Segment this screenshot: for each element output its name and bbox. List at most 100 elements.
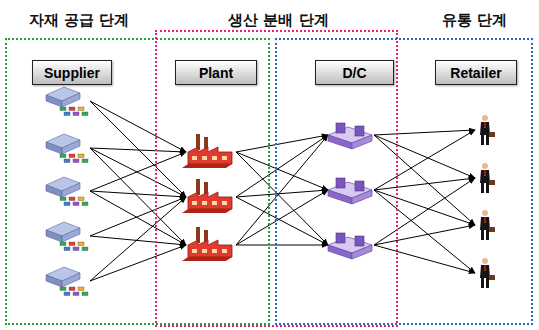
person-leg <box>486 135 489 145</box>
supplier-item <box>60 197 66 201</box>
person-bag <box>489 132 495 137</box>
plant-window <box>222 249 227 253</box>
plant-window <box>212 201 217 205</box>
plant-building <box>188 240 232 257</box>
plant-window <box>212 156 217 160</box>
dc-side <box>328 245 352 259</box>
plant-base <box>182 257 232 261</box>
dc-front <box>352 190 372 204</box>
flow-arrow <box>236 135 328 152</box>
supplier-item <box>73 247 79 251</box>
supplier-icon <box>46 267 88 296</box>
plant-window <box>192 249 197 253</box>
supplier-item <box>82 159 88 163</box>
dc-tower <box>355 126 364 136</box>
stage-header-box: D/C <box>315 60 394 85</box>
flow-arrow <box>90 101 186 197</box>
supplier-item <box>73 112 79 116</box>
supplier-front <box>62 93 80 107</box>
supplier-item <box>60 287 66 291</box>
dc-icon <box>328 233 372 259</box>
person-body <box>480 122 490 135</box>
retailer-person <box>480 258 495 288</box>
flow-arrow <box>236 135 328 245</box>
supplier-front <box>62 228 80 242</box>
dc-tower <box>355 181 364 191</box>
supplier-front <box>62 273 80 287</box>
person-leg <box>486 278 489 288</box>
flow-arrow <box>374 225 475 245</box>
supplier-item <box>60 107 66 111</box>
stage-label: Plant <box>199 65 233 81</box>
stage-title: 자재 공급 단계 <box>29 11 129 29</box>
plant-window <box>192 201 197 205</box>
person-body <box>480 217 490 230</box>
plant-icon <box>182 179 232 213</box>
person-leg <box>486 183 489 193</box>
person-bag <box>489 227 495 232</box>
dc-front <box>352 245 372 259</box>
supplier-side <box>46 275 62 287</box>
person-leg <box>481 135 484 145</box>
flow-arrow <box>374 130 475 190</box>
flow-arrow <box>90 245 186 281</box>
flow-arrow <box>236 245 328 246</box>
plant-base <box>182 209 232 213</box>
dc-icon <box>328 123 372 149</box>
supplier-side <box>46 185 62 197</box>
person-head <box>482 258 488 264</box>
flow-arrow <box>90 148 186 197</box>
person-tie <box>484 170 486 176</box>
dc-tower <box>355 236 364 246</box>
supplier-item <box>69 107 75 111</box>
stage-region: Retailer유통 단계 <box>275 38 533 325</box>
supplier-item <box>64 292 70 296</box>
stage-header-box: Retailer <box>435 60 517 85</box>
person-leg <box>481 183 484 193</box>
supplier-icon <box>46 222 88 251</box>
supplier-item <box>69 287 75 291</box>
supplier-item <box>73 159 79 163</box>
dc-side <box>328 190 352 204</box>
stage-header-box: Plant <box>175 60 257 85</box>
person-tie <box>484 217 486 223</box>
supplier-item <box>78 242 84 246</box>
plant-window <box>222 201 227 205</box>
retailer-person <box>480 210 495 240</box>
flow-arrow <box>374 190 475 273</box>
stage-label: Retailer <box>450 65 501 81</box>
person-bag <box>489 275 495 280</box>
supplier-item <box>78 107 84 111</box>
supplier-side <box>46 142 62 154</box>
person-body <box>480 170 490 183</box>
supplier-item <box>64 202 70 206</box>
person-tie <box>484 265 486 271</box>
supplier-front <box>62 183 80 197</box>
supplier-item <box>73 292 79 296</box>
person-head <box>482 210 488 216</box>
supplier-item <box>78 287 84 291</box>
flow-arrow <box>374 130 475 135</box>
plant-icon <box>182 134 232 168</box>
person-head <box>482 115 488 121</box>
retailer-person <box>480 115 495 145</box>
supplier-icon <box>46 87 88 116</box>
flow-arrow <box>236 190 328 245</box>
dc-icon <box>328 178 372 204</box>
flow-arrow <box>90 152 186 191</box>
dc-side <box>328 135 352 149</box>
plant-icon <box>182 227 232 261</box>
plant-window <box>202 249 207 253</box>
supplier-item <box>60 242 66 246</box>
supplier-item <box>64 159 70 163</box>
supplier-item <box>82 247 88 251</box>
person-bag <box>489 180 495 185</box>
flow-arrow <box>90 197 186 281</box>
person-leg <box>481 230 484 240</box>
dc-tower <box>336 233 345 243</box>
plant-building <box>188 192 232 209</box>
retailer-person <box>480 163 495 193</box>
plant-building <box>188 147 232 164</box>
flow-arrow <box>90 148 186 152</box>
